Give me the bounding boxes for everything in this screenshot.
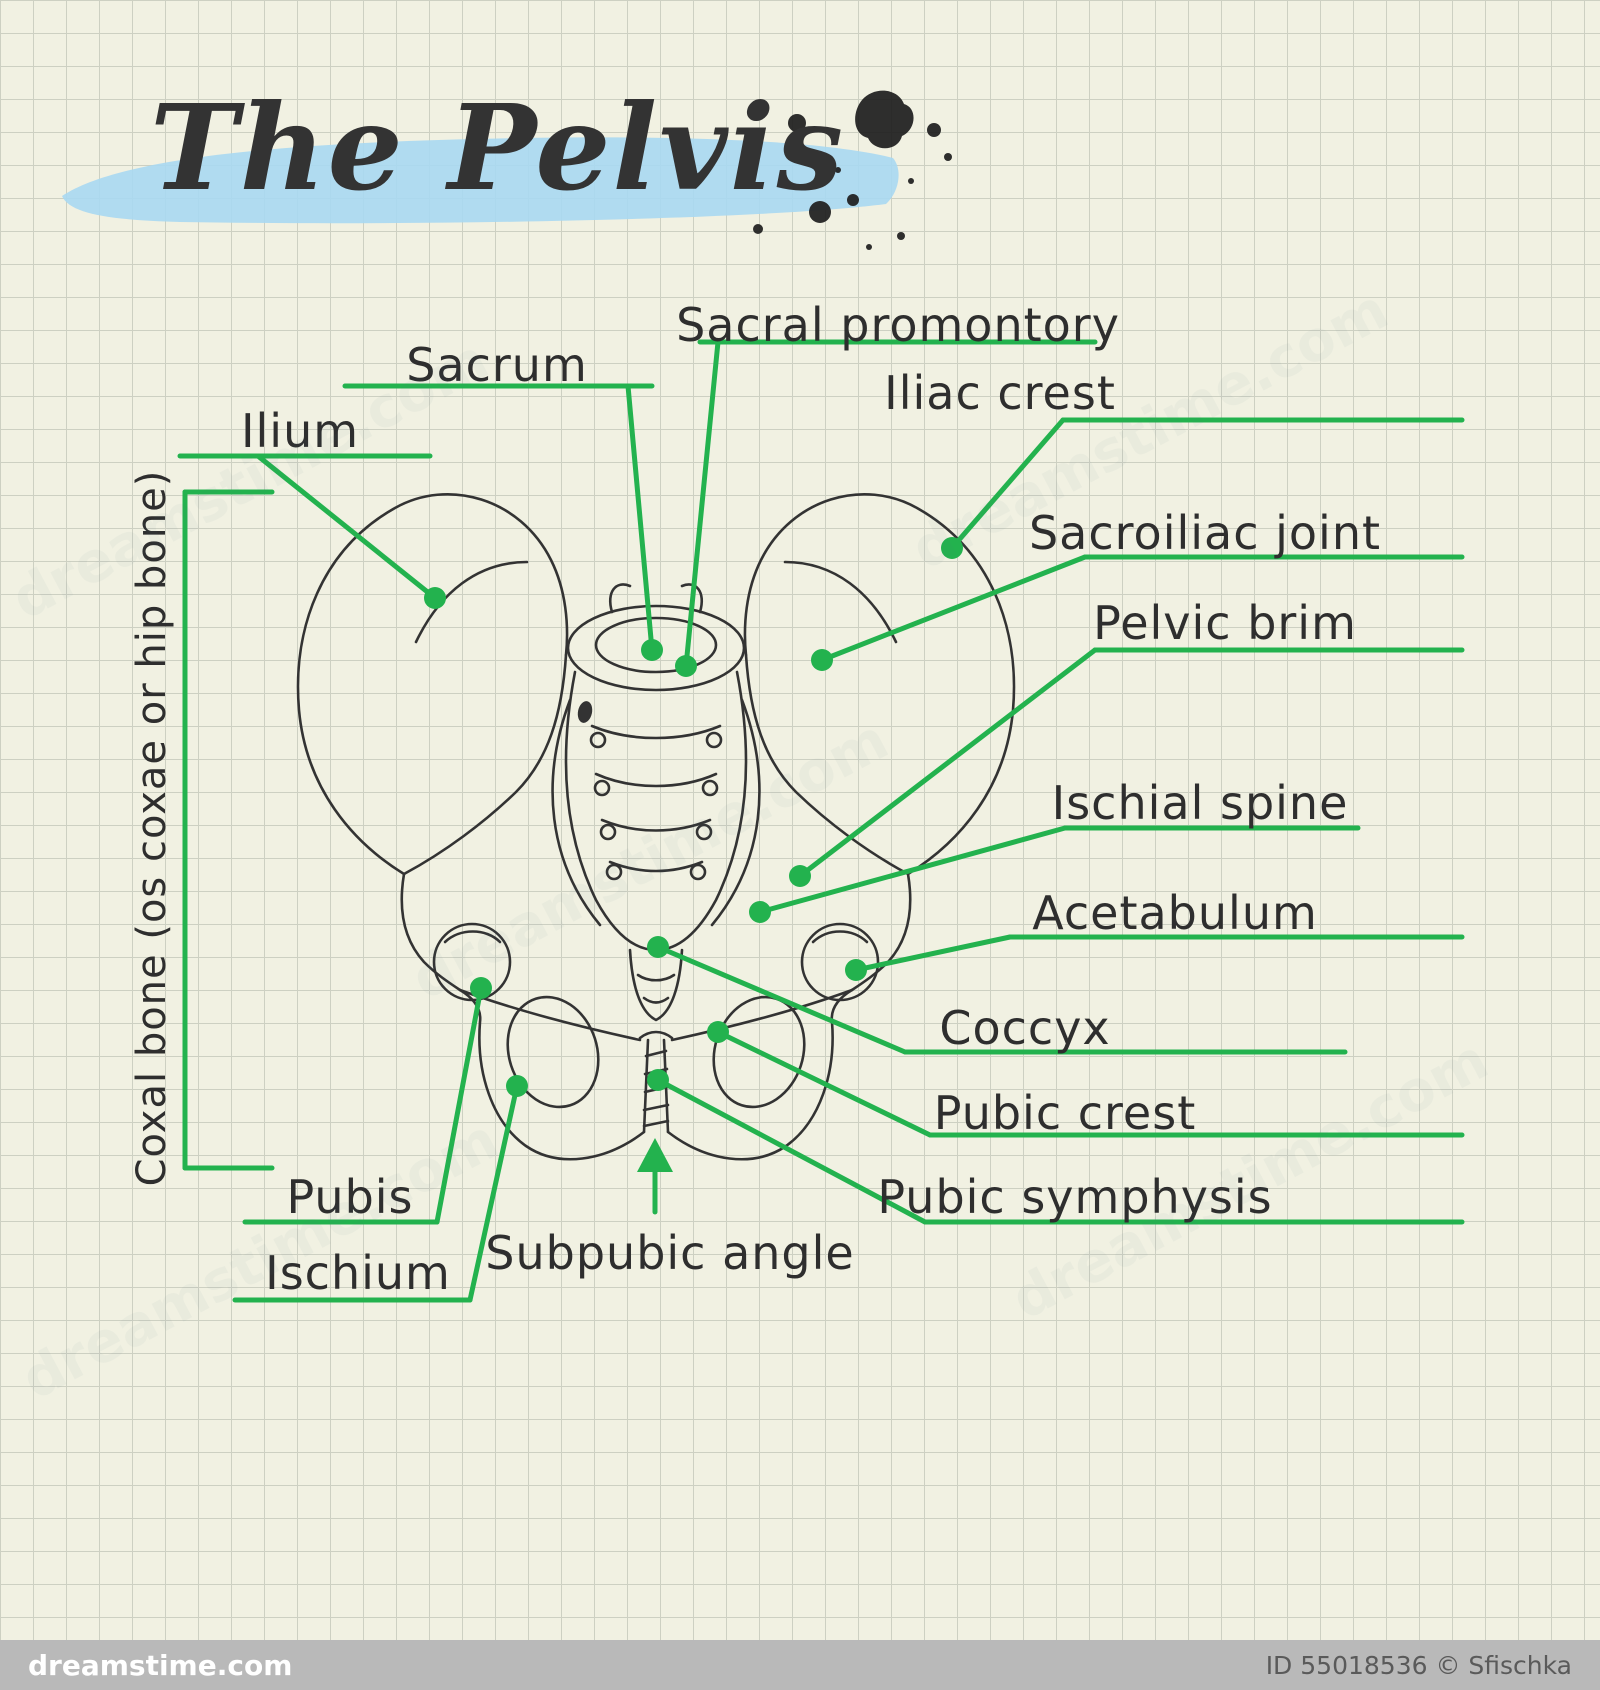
pelvis-sketch bbox=[296, 493, 1016, 1161]
label-iliac-crest: Iliac crest bbox=[884, 366, 1116, 420]
ink-splatter bbox=[753, 90, 952, 250]
label-pubic-symphysis: Pubic symphysis bbox=[877, 1170, 1273, 1224]
leader-dots bbox=[424, 537, 963, 1172]
page-title: The Pelvis bbox=[150, 78, 846, 217]
label-sacral-promontory: Sacral promontory bbox=[676, 298, 1120, 352]
label-sacroiliac-joint: Sacroiliac joint bbox=[1028, 506, 1382, 560]
label-pelvic-brim: Pelvic brim bbox=[1093, 596, 1357, 650]
watermark-site-text: dreamstime.com bbox=[28, 1648, 293, 1682]
label-acetabulum: Acetabulum bbox=[1032, 886, 1318, 940]
leader-lines bbox=[177, 339, 1465, 1303]
label-pubis: Pubis bbox=[286, 1170, 414, 1224]
label-ischium: Ischium bbox=[265, 1246, 451, 1300]
label-subpubic-angle: Subpubic angle bbox=[485, 1226, 855, 1280]
watermark-footer-bar: dreamstime.com ID 55018536 © Sfischka bbox=[0, 1640, 1600, 1690]
watermark-credit-text: ID 55018536 © Sfischka bbox=[1265, 1650, 1572, 1680]
label-ilium: Ilium bbox=[240, 404, 360, 458]
label-sacrum: Sacrum bbox=[406, 338, 588, 392]
label-ischial-spine: Ischial spine bbox=[1051, 776, 1349, 830]
label-pubic-crest: Pubic crest bbox=[933, 1086, 1197, 1140]
label-coccyx: Coccyx bbox=[939, 1001, 1111, 1055]
title-highlight-brush bbox=[62, 137, 899, 224]
subpubic-arrowhead bbox=[637, 1138, 673, 1172]
